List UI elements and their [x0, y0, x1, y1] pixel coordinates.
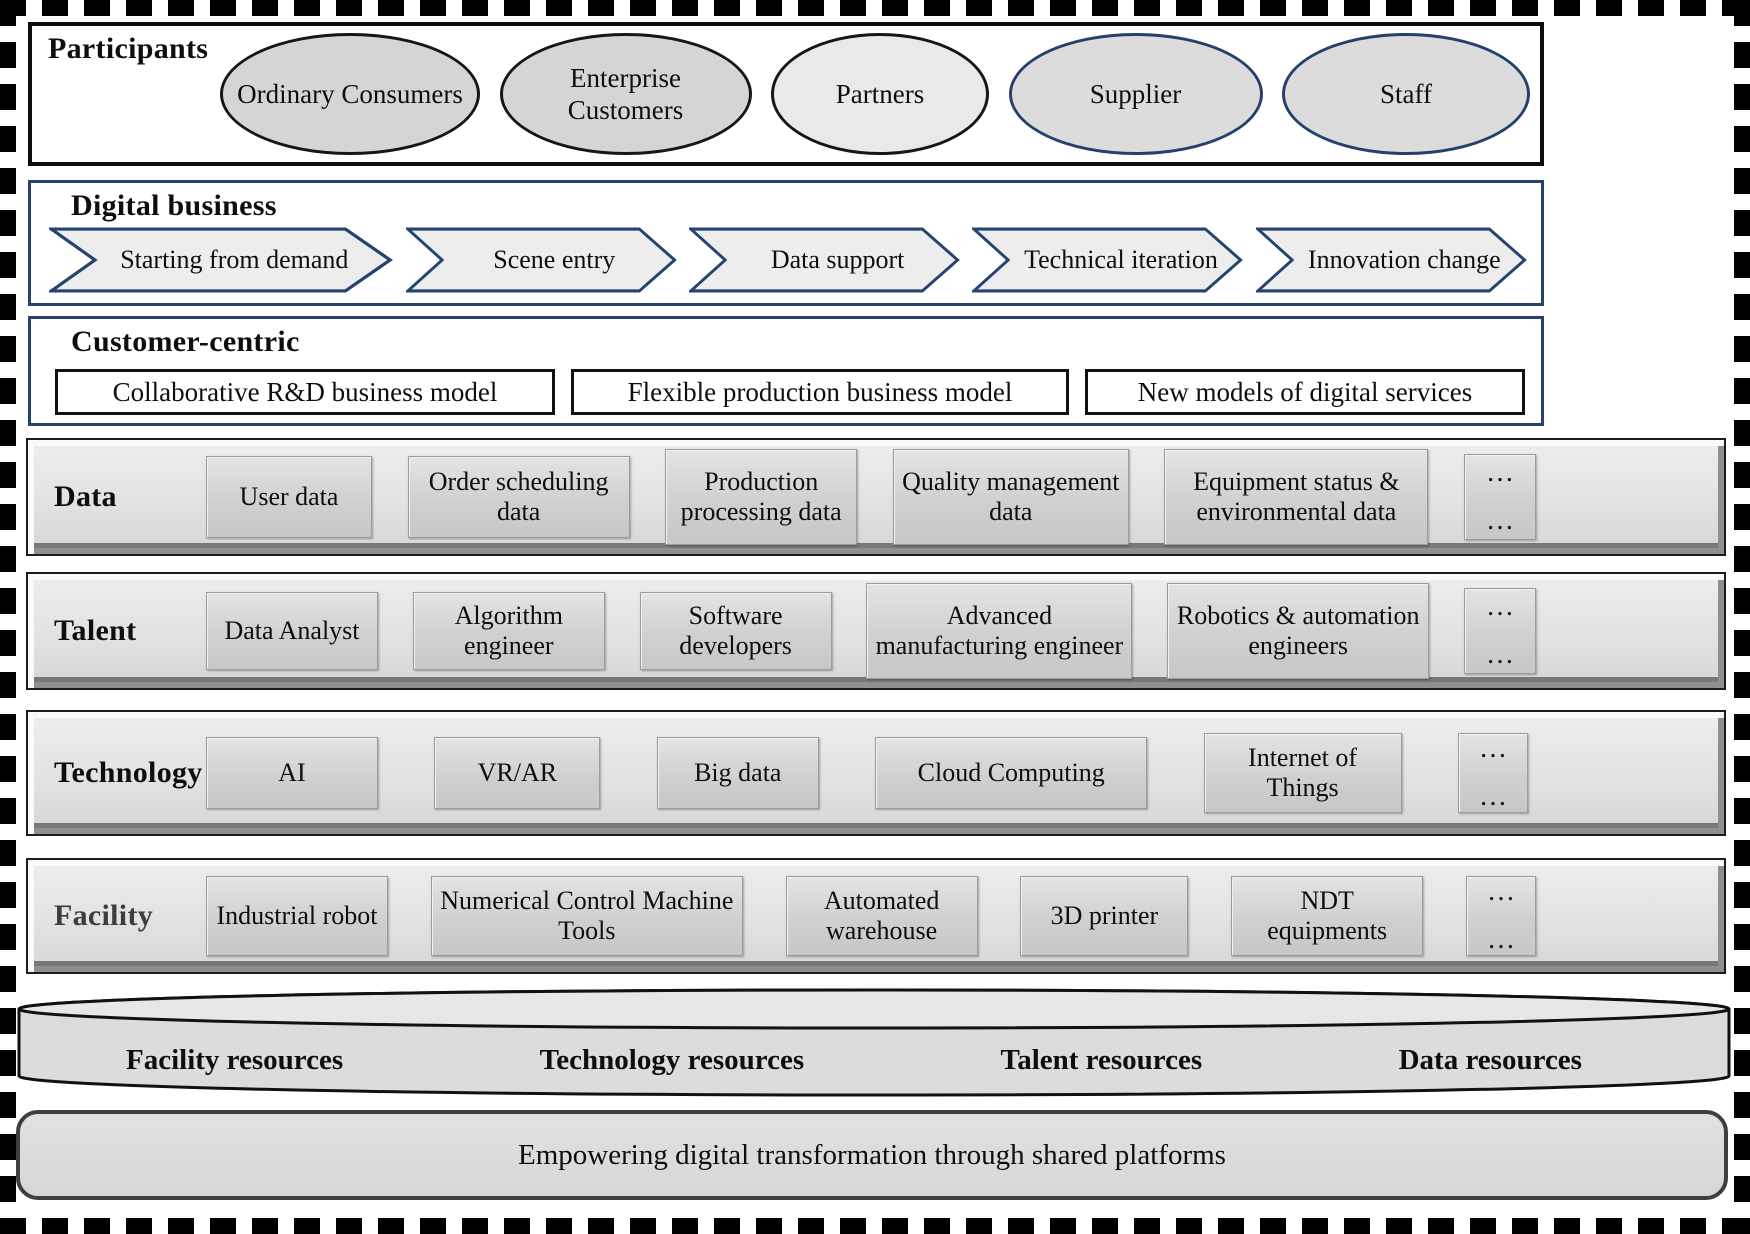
technology-box-ai: AI	[206, 737, 378, 809]
technology-box-big-data: Big data	[656, 737, 819, 809]
model-box-collaborative-rd: Collaborative R&D business model	[55, 369, 555, 415]
participants-title: Participants	[48, 32, 209, 65]
data-box-more: … …	[1463, 454, 1536, 540]
ellipse-label: Staff	[1380, 78, 1432, 109]
technology-box-cloud-computing: Cloud Computing	[875, 737, 1148, 809]
participant-ellipse-enterprise-customers: Enterprise Customers	[499, 33, 752, 155]
facility-box-nc-machine-tools: Numerical Control Machine Tools	[430, 876, 743, 956]
digital-business-title: Digital business	[71, 189, 277, 222]
facility-box-ndt-equipments: NDT equipments	[1231, 876, 1424, 956]
cylinder-label-talent-resources: Talent resources	[1000, 1043, 1203, 1076]
dashed-frame-left	[0, 0, 16, 1234]
facility-box-automated-warehouse: Automated warehouse	[785, 876, 978, 956]
data-box-quality-management: Quality management data	[892, 449, 1129, 545]
process-arrow-data-support: Data support	[688, 227, 960, 293]
process-arrow-scene-entry: Scene entry	[405, 227, 677, 293]
chevron-arrow-shape	[405, 227, 677, 293]
talent-box-more: … …	[1463, 588, 1536, 674]
model-box-digital-services: New models of digital services	[1085, 369, 1525, 415]
model-box-flexible-production: Flexible production business model	[571, 369, 1069, 415]
facility-box-more: … …	[1465, 876, 1536, 956]
data-box-production-processing: Production processing data	[665, 449, 858, 545]
process-arrow-starting-from-demand: Starting from demand	[49, 227, 394, 293]
cylinder-label-technology-resources: Technology resources	[539, 1043, 805, 1076]
arrow-label: Innovation change	[1307, 245, 1501, 275]
chevron-arrow-shape	[1255, 227, 1527, 293]
dashed-frame-bottom	[0, 1218, 1750, 1234]
talent-boxes: Data Analyst Algorithm engineer Software…	[206, 583, 1536, 679]
participant-ellipse-supplier: Supplier	[1008, 33, 1263, 155]
facility-box-industrial-robot: Industrial robot	[206, 876, 388, 956]
data-box-equipment-status: Equipment status & environmental data	[1164, 449, 1429, 545]
facility-resources-band: Facility Industrial robot Numerical Cont…	[26, 858, 1726, 974]
data-boxes: User data Order scheduling data Producti…	[206, 449, 1536, 545]
arrow-label: Technical iteration	[1024, 245, 1218, 275]
resources-cylinder: Facility resources Technology resources …	[16, 986, 1732, 1100]
talent-box-algorithm-engineer: Algorithm engineer	[412, 592, 605, 670]
participants-ellipse-row: Ordinary Consumers Enterprise Customers …	[220, 33, 1530, 155]
technology-boxes: AI VR/AR Big data Cloud Computing Intern…	[206, 733, 1528, 813]
platform-bar: Empowering digital transformation throug…	[16, 1110, 1728, 1200]
cylinder-shape	[17, 988, 1731, 1097]
participant-ellipse-ordinary-consumers: Ordinary Consumers	[220, 33, 480, 155]
facility-boxes: Industrial robot Numerical Control Machi…	[206, 876, 1536, 956]
technology-resources-band: Technology AI VR/AR Big data Cloud Compu…	[26, 710, 1726, 836]
technology-box-more: … …	[1457, 733, 1528, 813]
talent-resources-band: Talent Data Analyst Algorithm engineer S…	[26, 572, 1726, 690]
arrow-label: Scene entry	[493, 245, 616, 275]
arrow-label: Starting from demand	[120, 245, 349, 275]
diagram-canvas: Participants Ordinary Consumers Enterpri…	[16, 16, 1732, 1224]
chevron-arrow-shape	[688, 227, 960, 293]
ellipse-label: Partners	[835, 78, 925, 109]
cylinder-labels: Facility resources Technology resources …	[126, 1020, 1582, 1100]
talent-box-robotics-automation: Robotics & automation engineers	[1167, 583, 1430, 679]
process-arrow-innovation-change: Innovation change	[1255, 227, 1527, 293]
participants-band: Participants Ordinary Consumers Enterpri…	[28, 22, 1544, 166]
facility-box-3d-printer: 3D printer	[1020, 876, 1189, 956]
talent-box-software-developers: Software developers	[639, 592, 832, 670]
talent-band-title: Talent	[54, 614, 137, 647]
process-arrow-row: Starting from demand Scene entry Data su…	[49, 227, 1527, 293]
technology-box-iot: Internet of Things	[1203, 733, 1402, 813]
data-box-user-data: User data	[206, 456, 372, 538]
technology-band-title: Technology	[54, 756, 203, 789]
ellipse-label: Enterprise Customers	[567, 62, 684, 125]
chevron-arrow-shape	[49, 227, 393, 293]
customer-centric-title: Customer-centric	[71, 325, 300, 358]
participant-ellipse-staff: Staff	[1282, 33, 1530, 155]
facility-band-title: Facility	[54, 899, 154, 932]
customer-centric-band: Customer-centric Collaborative R&D busin…	[28, 316, 1544, 426]
digital-business-band: Digital business Starting from demand Sc…	[28, 180, 1544, 306]
arrow-label: Data support	[770, 245, 905, 275]
dashed-frame-top	[0, 0, 1750, 16]
ellipse-label: Supplier	[1089, 78, 1182, 109]
platform-bar-text: Empowering digital transformation throug…	[518, 1138, 1226, 1171]
data-box-order-scheduling: Order scheduling data	[407, 456, 630, 538]
talent-box-advanced-manufacturing: Advanced manufacturing engineer	[866, 583, 1133, 679]
dashed-frame-right	[1734, 0, 1750, 1234]
process-arrow-technical-iteration: Technical iteration	[972, 227, 1244, 293]
cylinder-label-facility-resources: Facility resources	[126, 1043, 344, 1076]
technology-box-vr-ar: VR/AR	[434, 737, 601, 809]
chevron-arrow-shape	[972, 227, 1244, 293]
talent-box-data-analyst: Data Analyst	[206, 592, 378, 670]
business-model-row: Collaborative R&D business model Flexibl…	[55, 369, 1525, 415]
data-band-title: Data	[54, 480, 117, 513]
participant-ellipse-partners: Partners	[771, 33, 989, 155]
data-resources-band: Data User data Order scheduling data Pro…	[26, 438, 1726, 556]
ellipse-label: Ordinary Consumers	[237, 78, 463, 109]
cylinder-label-data-resources: Data resources	[1398, 1043, 1582, 1076]
